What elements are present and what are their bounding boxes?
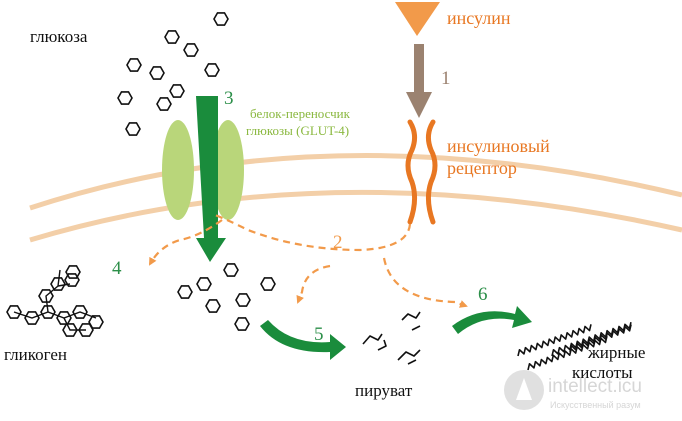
fatty-acid-conversion-arrow: [452, 306, 532, 334]
step-1: 1: [441, 68, 451, 89]
watermark-brand: intellect.icu: [548, 376, 642, 397]
insulin-signal-arrow: [406, 44, 432, 118]
glycogen-structure: [6, 265, 104, 337]
fatty-acids-label-line2: кислоты: [572, 363, 633, 382]
cell-membrane-outer: [29, 153, 682, 211]
pyruvate-molecules: [362, 311, 421, 365]
glycogen-label: гликоген: [4, 345, 67, 364]
transporter-label-line1: белок-переносчик: [250, 106, 351, 121]
fatty-acid-chains: [517, 322, 632, 371]
step-5: 5: [314, 324, 324, 345]
pyruvate-label: пируват: [355, 381, 413, 400]
insulin-label: инсулин: [447, 8, 511, 28]
step-3: 3: [224, 88, 234, 109]
step-6: 6: [478, 284, 488, 305]
transporter-label-line2: глюкозы (GLUT-4): [246, 123, 349, 138]
glucose-label: глюкоза: [30, 27, 88, 46]
cell-membrane-inner: [29, 189, 682, 243]
intracellular-glucose: [177, 263, 276, 331]
step-2: 2: [333, 232, 343, 253]
pyruvate-conversion-arrow: [260, 320, 346, 360]
insulin-receptor: [405, 119, 438, 225]
receptor-label-line2: рецептор: [447, 158, 517, 178]
signaling-paths: [149, 213, 468, 308]
receptor-label-line1: инсулиновый: [447, 136, 550, 156]
watermark: intellect.icu Искусственный разум: [504, 370, 642, 410]
fatty-acids-label-line1: жирные: [587, 343, 645, 362]
watermark-tagline: Искусственный разум: [550, 400, 641, 410]
step-4: 4: [112, 258, 122, 279]
insulin-triangle: [395, 2, 440, 36]
glut4-right-half: [212, 120, 244, 220]
glucose-uptake-arrow: [196, 96, 226, 262]
glut4-left-half: [162, 120, 194, 220]
